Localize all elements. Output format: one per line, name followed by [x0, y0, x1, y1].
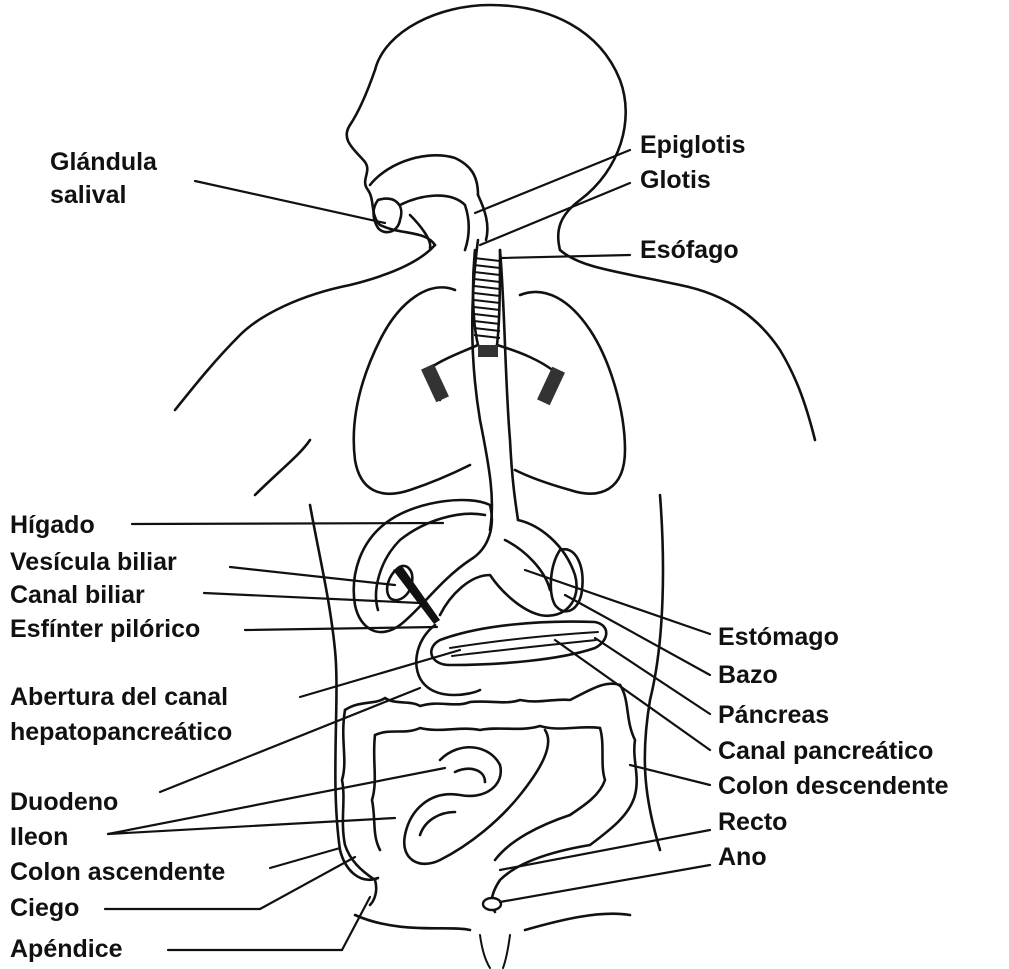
trachea-ring: [474, 321, 500, 324]
label-glandula-salival-line1: Glándula: [50, 148, 158, 176]
left-neck-shoulder: [175, 245, 435, 410]
lower-body-curve: [355, 914, 630, 930]
trachea-ring: [474, 265, 500, 268]
label-esofago: Esófago: [640, 236, 739, 264]
label-vesicula-biliar: Vesícula biliar: [10, 548, 177, 576]
label-abertura-line1: Abertura del canal: [10, 683, 228, 711]
trachea-ring: [474, 293, 500, 296]
ascending-colon: [342, 710, 375, 880]
label-apendice: Apéndice: [10, 935, 123, 963]
appendix: [370, 880, 376, 905]
label-duodeno: Duodeno: [10, 788, 118, 816]
stomach-inner: [505, 540, 550, 590]
ileum-inner: [420, 769, 485, 835]
esophagus-right: [500, 250, 518, 520]
label-estomago: Estómago: [718, 623, 839, 651]
label-epiglotis: Epiglotis: [640, 131, 746, 159]
label-colon-ascendente: Colon ascendente: [10, 858, 225, 886]
bile-duct: [393, 566, 440, 624]
trachea-ring: [474, 335, 500, 338]
labels: Glándula salival Epiglotis Glotis Esófag…: [10, 131, 949, 963]
left-flank: [255, 440, 340, 850]
left-lung: [354, 287, 470, 493]
trachea: [421, 250, 565, 405]
label-abertura-line2: hepatopancreático: [10, 718, 232, 746]
trachea-ring: [474, 286, 500, 289]
label-higado: Hígado: [10, 511, 95, 539]
label-bazo: Bazo: [718, 661, 778, 689]
label-recto: Recto: [718, 808, 787, 836]
label-ano: Ano: [718, 843, 767, 871]
rectum-inner: [495, 815, 570, 860]
esophagus-left: [472, 240, 492, 530]
transverse-colon: [345, 684, 620, 710]
right-lung: [515, 292, 625, 494]
ileum: [404, 730, 548, 864]
cecum: [340, 850, 378, 880]
label-glotis: Glotis: [640, 166, 711, 194]
tongue: [400, 196, 469, 250]
trachea-ring: [474, 300, 500, 303]
trachea-ring: [474, 258, 500, 261]
label-canal-pancreatico: Canal pancreático: [718, 737, 933, 765]
palate: [370, 155, 478, 195]
label-canal-biliar: Canal biliar: [10, 581, 145, 609]
mouth-throat: [370, 155, 487, 250]
label-colon-descendente: Colon descendente: [718, 772, 949, 800]
trachea-ring: [474, 279, 500, 282]
label-ciego: Ciego: [10, 894, 79, 922]
jaw-curve: [410, 215, 430, 248]
trachea-ring: [474, 307, 500, 310]
label-pancreas: Páncreas: [718, 701, 829, 729]
trachea-ring: [474, 272, 500, 275]
anus: [483, 898, 501, 910]
ascending-colon-inner: [372, 735, 380, 850]
legs-split: [480, 935, 510, 968]
epiglottis-shape: [478, 195, 487, 240]
label-ileon: Ileon: [10, 823, 68, 851]
label-glandula-salival-line2: salival: [50, 181, 126, 209]
trachea-ring: [474, 328, 500, 331]
trachea-ring: [474, 314, 500, 317]
liver: [354, 500, 492, 632]
descending-colon-inner: [570, 728, 605, 815]
colon-inner-top: [375, 726, 600, 735]
label-esfinter-pilorico: Esfínter pilórico: [10, 615, 200, 643]
